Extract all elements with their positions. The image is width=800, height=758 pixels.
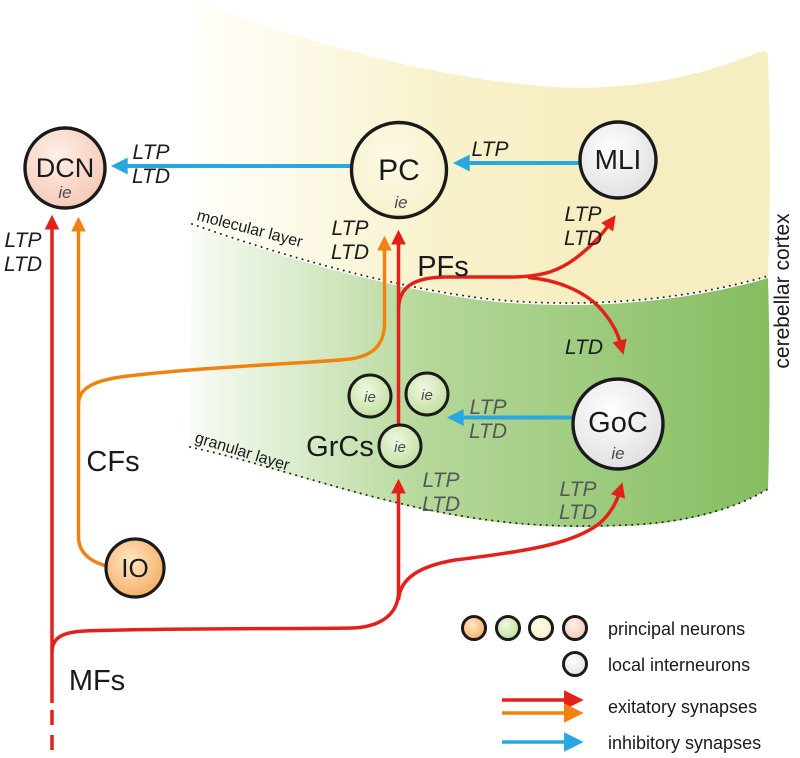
neuron-io (104, 537, 166, 599)
ltp-goc-grc: LTP (470, 396, 507, 419)
pc-ie-subscript: ie (394, 193, 407, 212)
grc1-ie-subscript: ie (364, 389, 376, 406)
legend-principal-pc-swatch (528, 615, 554, 641)
grc3-ie-subscript: ie (394, 439, 406, 456)
io-label: IO (121, 553, 148, 583)
cf-to-dcn-arrow (71, 216, 111, 569)
ltd-mf-grc: LTD (422, 493, 460, 516)
legend-principal-label: principal neurons (608, 619, 745, 639)
neuron-grc-1 (347, 373, 393, 419)
pf-to-mli-arrow (396, 215, 616, 311)
mf-to-goc-arrow (396, 482, 626, 601)
molecular-granular-boundary-dotted (191, 223, 769, 304)
ltd-goc-grc: LTD (469, 420, 507, 443)
ltd-pf-mli: LTD (564, 227, 602, 250)
legend: principal neurons local interneurons exi… (461, 615, 761, 753)
legend-interneurons-label: local interneurons (608, 655, 750, 675)
ltd-pf-goc: LTD (565, 336, 603, 359)
cerebellar-cortex-label: cerebellar cortex (771, 213, 794, 369)
legend-principal-dcn-swatch (562, 615, 588, 641)
ltp-pc-dcn: LTP (133, 141, 170, 164)
ltd-pf-pc: LTD (331, 241, 369, 264)
ltp-mf-goc: LTP (560, 478, 597, 501)
cfs-label: CFs (86, 446, 139, 478)
ltp-pf-pc: LTP (332, 217, 369, 240)
ltd-pc-dcn: LTD (132, 165, 170, 188)
neuron-goc (571, 377, 665, 471)
neuron-dcn (23, 126, 107, 210)
grc2-ie-subscript: ie (421, 387, 433, 404)
goc-ie-subscript: ie (611, 444, 624, 463)
molecular-layer-band (192, 0, 770, 304)
pf-to-goc-arrow (527, 275, 627, 355)
neuron-mli (578, 120, 658, 200)
mossy-parallel-fiber-axons (44, 214, 627, 757)
legend-excitatory-label: exitatory synapses (608, 697, 757, 717)
climbing-fiber-axons (71, 216, 392, 569)
ltd-mf-dcn: LTD (4, 253, 42, 276)
mfs-label: MFs (69, 665, 125, 697)
neuron-pc (349, 120, 449, 220)
goc-label: GoC (588, 407, 648, 439)
pfs-label: PFs (417, 251, 469, 283)
dcn-ie-subscript: ie (58, 183, 71, 202)
ltd-mf-goc: LTD (559, 501, 597, 524)
neuron-grc-2 (404, 371, 450, 417)
inhibitory-connections (110, 154, 579, 426)
legend-inhibitory-label: inhibitory synapses (608, 733, 761, 753)
dcn-label: DCN (36, 153, 95, 183)
legend-principal-grc-swatch (495, 615, 521, 641)
ltp-mf-dcn: LTP (5, 229, 42, 252)
neuron-grc-3 (377, 423, 423, 469)
mf-to-grc-arrow (50, 478, 406, 653)
legend-principal-io-swatch (461, 615, 487, 641)
cf-to-pc-arrow (76, 235, 392, 405)
ltp-mli-pc: LTP (472, 138, 509, 161)
grcs-label: GrCs (306, 431, 374, 463)
ltp-mf-grc: LTP (423, 469, 460, 492)
ltp-pf-mli: LTP (565, 203, 602, 226)
pc-label: PC (378, 154, 420, 187)
mli-label: MLI (595, 144, 642, 175)
legend-interneuron-swatch (562, 651, 588, 677)
